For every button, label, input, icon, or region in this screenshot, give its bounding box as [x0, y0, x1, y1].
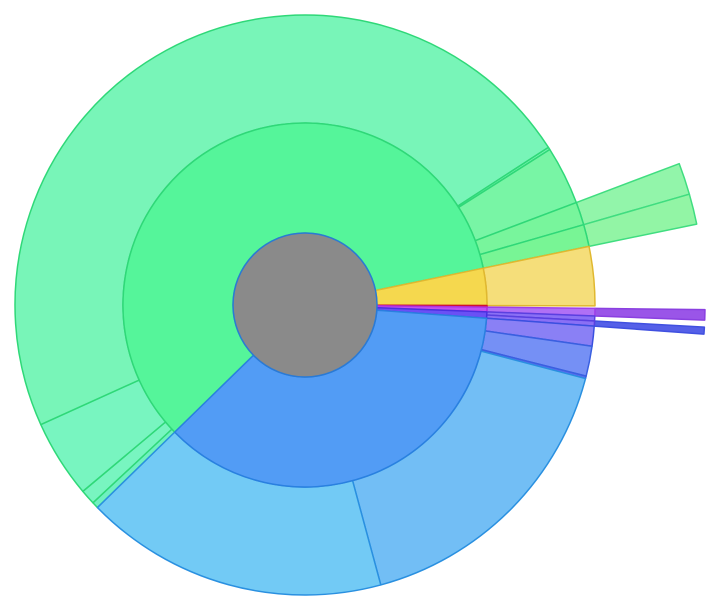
- sunburst-root[interactable]: [232, 232, 378, 378]
- sunburst-segment-d1a[interactable]: [594, 307, 706, 321]
- sunburst-segment-e2a[interactable]: [593, 320, 706, 335]
